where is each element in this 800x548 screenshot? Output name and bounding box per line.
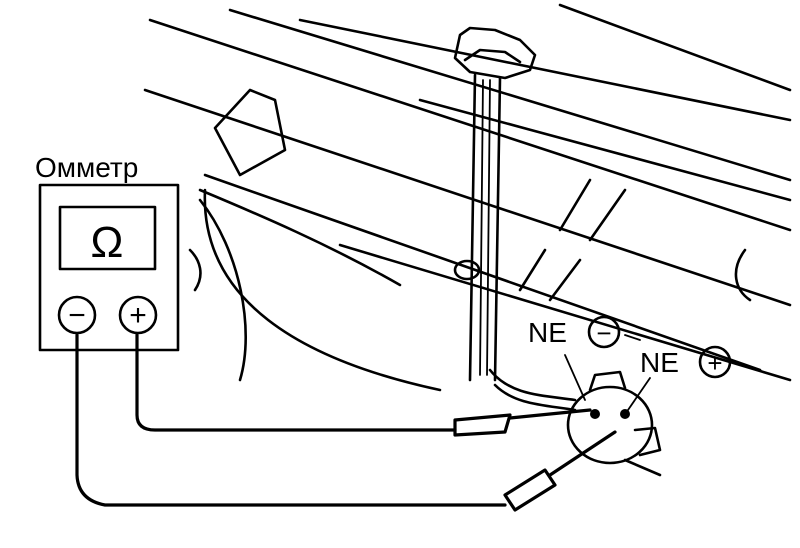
minus-probe-handle xyxy=(503,468,557,512)
ohmmeter-body xyxy=(38,183,180,352)
plus-probe-tip xyxy=(508,408,592,420)
terminal-labels: NE − NE + xyxy=(528,315,732,411)
minus-terminal xyxy=(57,295,97,335)
plus-terminal xyxy=(118,295,158,335)
sensor-connector xyxy=(488,368,662,477)
minus-terminal-sign: − xyxy=(68,299,86,332)
sensor-tube xyxy=(453,26,537,382)
ohm-symbol: Ω xyxy=(91,218,124,267)
plus-probe-handle xyxy=(453,413,512,437)
ohmmeter-display xyxy=(58,205,157,271)
engine-body-lines xyxy=(143,3,792,392)
ohmmeter-title: Омметр xyxy=(35,152,138,183)
ne-plus-sign: + xyxy=(707,348,722,378)
plus-terminal-sign: + xyxy=(129,299,147,332)
ne-minus-label: NE xyxy=(528,317,567,348)
plus-test-lead xyxy=(135,333,457,432)
minus-test-lead xyxy=(75,333,507,507)
ne-plus-label: NE xyxy=(640,347,679,378)
ohmmeter: Омметр Ω − + xyxy=(35,152,180,352)
ne-minus-sign: − xyxy=(596,318,611,348)
